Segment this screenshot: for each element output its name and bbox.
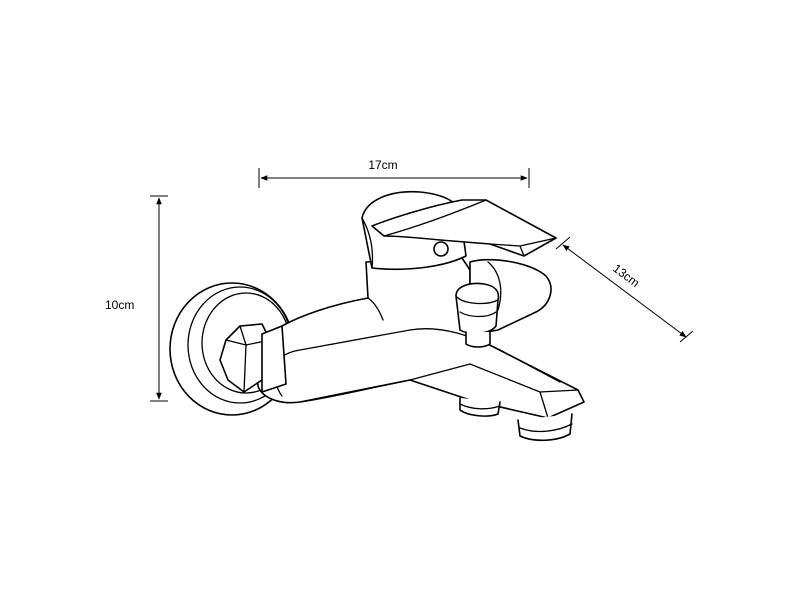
width-label: 17cm bbox=[368, 158, 397, 172]
diverter-knob bbox=[455, 282, 500, 348]
width-dimension: 17cm bbox=[258, 158, 530, 188]
hex-nut bbox=[219, 323, 287, 393]
spout-outlet bbox=[517, 413, 573, 442]
height-label: 10cm bbox=[105, 298, 134, 312]
depth-dimension: 13cm bbox=[555, 236, 694, 343]
handle-screw bbox=[433, 241, 449, 257]
faucet-illustration bbox=[169, 190, 585, 442]
height-dimension: 10cm bbox=[105, 195, 168, 402]
bottom-outlet-left bbox=[459, 397, 501, 417]
lever-handle bbox=[371, 199, 557, 257]
depth-label: 13cm bbox=[610, 261, 642, 290]
